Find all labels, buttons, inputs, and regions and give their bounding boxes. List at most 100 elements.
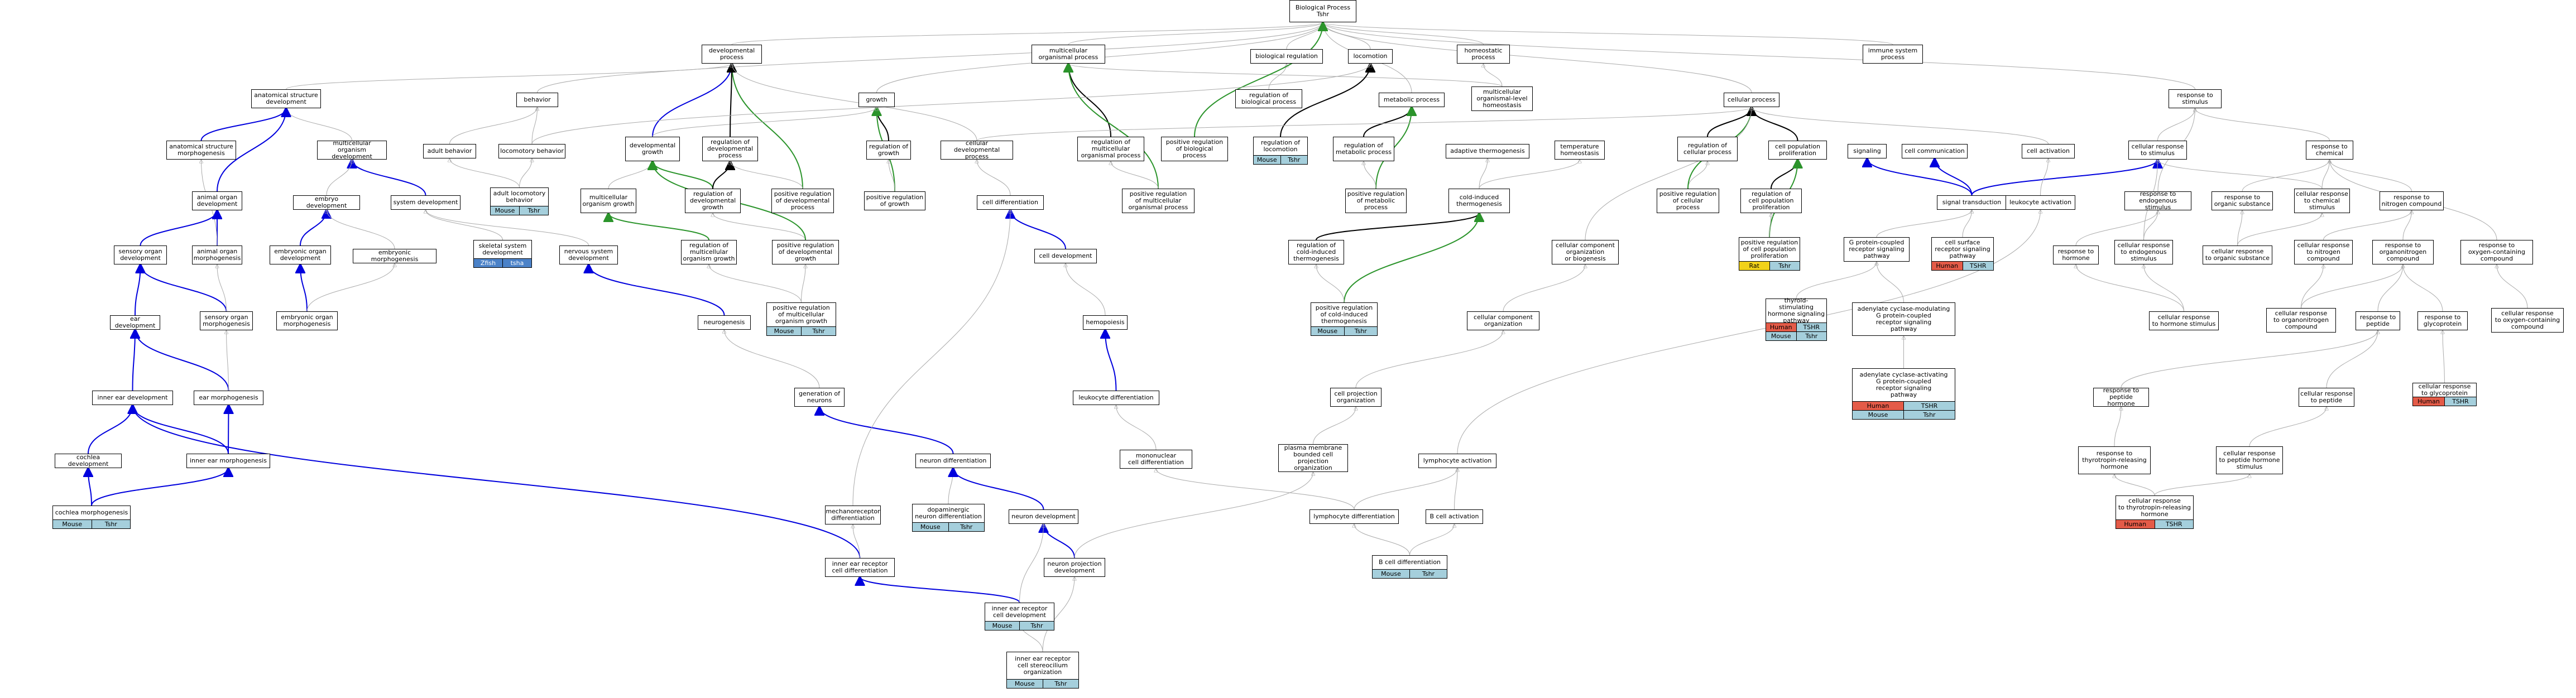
go-term-growth[interactable]: growth bbox=[858, 93, 895, 107]
go-term-lympho-diff[interactable]: lymphocyte differentiation bbox=[1309, 509, 1399, 524]
go-term-plasma-mem[interactable]: plasma membrane bounded cell projection … bbox=[1278, 444, 1348, 472]
go-term-inner-ear-rec-dev[interactable]: inner ear receptor cell development bbox=[985, 603, 1054, 622]
go-term-immune[interactable]: immune system process bbox=[1863, 45, 1923, 64]
go-term-anat-dev[interactable]: anatomical structure development bbox=[251, 89, 321, 108]
go-term-cell-pop-prolif[interactable]: cell population proliferation bbox=[1768, 141, 1827, 160]
go-term-multi-org-growth[interactable]: multicellular organism growth bbox=[581, 189, 636, 213]
go-term-embryo-dev[interactable]: embryo development bbox=[293, 195, 360, 210]
go-term-resp-organic[interactable]: response to organic substance bbox=[2212, 191, 2273, 210]
go-term-reg-multi[interactable]: regulation of multicellular organismal p… bbox=[1077, 137, 1144, 161]
go-term-neuron-dev[interactable]: neuron development bbox=[1009, 509, 1078, 524]
go-term-behavior[interactable]: behavior bbox=[516, 93, 558, 107]
go-term-temp-homeo[interactable]: temperature homeostasis bbox=[1555, 141, 1605, 160]
go-term-reg-metab[interactable]: regulation of metabolic process bbox=[1333, 137, 1394, 161]
go-term-reg-cold[interactable]: regulation of cold-induced thermogenesis bbox=[1288, 240, 1344, 264]
go-term-cochlea-morph[interactable]: cochlea morphogenesis bbox=[52, 506, 131, 520]
go-term-cell-proj-org[interactable]: cell projection organization bbox=[1330, 388, 1381, 407]
go-term-adult-loco[interactable]: adult locomotory behavior bbox=[490, 187, 549, 206]
go-term-resp-nitrogen[interactable]: response to nitrogen compound bbox=[2380, 191, 2444, 210]
go-term-inner-ear-rec-diff[interactable]: inner ear receptor cell differentiation bbox=[825, 558, 895, 577]
go-term-signal-trans[interactable]: signal transduction bbox=[1937, 195, 2007, 210]
go-term-cochlea-dev[interactable]: cochlea development bbox=[55, 454, 122, 468]
go-term-reg-loco[interactable]: regulation of locomotion bbox=[1253, 137, 1308, 156]
go-term-resp-trh[interactable]: response to thyrotropin-releasing hormon… bbox=[2078, 446, 2151, 474]
go-term-adapt-thermo[interactable]: adaptive thermogenesis bbox=[1446, 144, 1529, 158]
go-term-tsh-path[interactable]: thyroid-stimulating hormone signaling pa… bbox=[1766, 297, 1827, 324]
go-term-resp-peptide[interactable]: response to peptide bbox=[2356, 311, 2400, 330]
go-term-bcell-act[interactable]: B cell activation bbox=[1426, 509, 1483, 524]
go-term-ear-morph[interactable]: ear morphogenesis bbox=[194, 391, 263, 405]
go-term-skeletal[interactable]: skeletal system development bbox=[473, 240, 532, 259]
go-term-dev-proc[interactable]: developmental process bbox=[702, 45, 762, 64]
go-term-cell-devel[interactable]: cell development bbox=[1034, 249, 1097, 263]
go-term-cc-org[interactable]: cellular component organization or bioge… bbox=[1552, 240, 1619, 264]
go-term-metabolic[interactable]: metabolic process bbox=[1379, 93, 1445, 107]
go-term-multi-dev[interactable]: multicellular organism development bbox=[317, 140, 387, 160]
go-term-cell-dev-proc[interactable]: cellular developmental process bbox=[941, 140, 1013, 160]
go-term-gpcr[interactable]: G protein-coupled receptor signaling pat… bbox=[1844, 237, 1910, 262]
go-term-cell-resp-stim[interactable]: cellular response to stimulus bbox=[2128, 141, 2187, 160]
go-term-resp-hormone[interactable]: response to hormone bbox=[2053, 245, 2099, 264]
go-term-cell-resp-pep-hormone[interactable]: cellular response to peptide hormone sti… bbox=[2216, 446, 2283, 474]
go-term-animal-organ-dev[interactable]: animal organ development bbox=[192, 191, 242, 210]
go-term-dopa[interactable]: dopaminergic neuron differentiation bbox=[912, 504, 985, 523]
go-term-pos-reg-multi[interactable]: positive regulation of multicellular org… bbox=[1122, 189, 1195, 213]
go-term-cell-resp-organic[interactable]: cellular response to organic substance bbox=[2203, 245, 2272, 264]
go-term-system-dev[interactable]: system development bbox=[391, 195, 460, 210]
go-term-inner-ear-dev[interactable]: inner ear development bbox=[92, 391, 173, 405]
go-term-cell-resp-oxy[interactable]: cellular response to oxygen-containing c… bbox=[2491, 308, 2564, 333]
go-term-neuron-diff[interactable]: neuron differentiation bbox=[915, 454, 991, 468]
go-term-neurogenesis[interactable]: neurogenesis bbox=[698, 315, 751, 330]
go-term-cell-act[interactable]: cell activation bbox=[2022, 144, 2075, 158]
go-term-reg-growth[interactable]: regulation of growth bbox=[866, 141, 911, 160]
go-term-resp-glyco[interactable]: response to glycoprotein bbox=[2417, 311, 2468, 330]
go-term-hemopoiesis[interactable]: hemopoiesis bbox=[1083, 315, 1128, 330]
go-term-cell-diff[interactable]: cell differentiation bbox=[977, 195, 1044, 210]
go-term-cell-surface[interactable]: cell surface receptor signaling pathway bbox=[1931, 237, 1994, 262]
go-term-cell-resp-glyco[interactable]: cellular response to glycoprotein bbox=[2412, 383, 2477, 397]
go-term-leuko-diff[interactable]: leukocyte differentiation bbox=[1073, 391, 1159, 405]
go-term-embryonic-organ-morph[interactable]: embryonic organ morphogenesis bbox=[276, 311, 338, 330]
go-term-cold-thermo[interactable]: cold-induced thermogenesis bbox=[1448, 189, 1510, 213]
go-term-sensory-organ-morph[interactable]: sensory organ morphogenesis bbox=[200, 311, 253, 330]
go-term-multi-homeo[interactable]: multicellular organismal-level homeostas… bbox=[1471, 86, 1533, 111]
go-term-cell-resp-endo[interactable]: cellular response to endogenous stimulus bbox=[2114, 240, 2173, 264]
go-term-pos-reg-metab[interactable]: positive regulation of metabolic process bbox=[1345, 189, 1407, 213]
go-term-homeostatic[interactable]: homeostatic process bbox=[1457, 45, 1510, 64]
go-term-embryonic-morph[interactable]: embryonic morphogenesis bbox=[353, 249, 436, 263]
go-term-mechano[interactable]: mechanoreceptor differentiation bbox=[825, 506, 881, 524]
go-term-locomotion[interactable]: locomotion bbox=[1348, 49, 1393, 64]
go-term-pos-reg-dev-growth[interactable]: positive regulation of developmental gro… bbox=[772, 240, 839, 264]
go-term-pos-reg-growth[interactable]: positive regulation of growth bbox=[864, 191, 925, 210]
go-term-reg-cell-pop[interactable]: regulation of cell population proliferat… bbox=[1740, 189, 1802, 213]
go-term-neuron-proj-dev[interactable]: neuron projection development bbox=[1044, 558, 1105, 577]
go-term-reg-cell-proc[interactable]: regulation of cellular process bbox=[1677, 137, 1738, 161]
go-term-reg-bio[interactable]: regulation of biological process bbox=[1235, 89, 1302, 108]
go-term-pos-reg-cold[interactable]: positive regulation of cold-induced ther… bbox=[1311, 302, 1378, 327]
go-term-pos-reg-multi-growth[interactable]: positive regulation of multicellular org… bbox=[766, 302, 836, 327]
go-term-resp-pep-hormone[interactable]: response to peptide hormone bbox=[2093, 387, 2149, 407]
go-term-resp-stim[interactable]: response to stimulus bbox=[2169, 89, 2222, 108]
go-term-adult-beh[interactable]: adult behavior bbox=[423, 144, 476, 158]
go-term-biol-reg[interactable]: biological regulation bbox=[1250, 49, 1323, 64]
go-term-adenylate[interactable]: adenylate cyclase-modulating G protein-c… bbox=[1852, 302, 1955, 336]
go-term-inner-ear-stereo[interactable]: inner ear receptor cell stereocilium org… bbox=[1006, 652, 1079, 680]
go-term-pos-reg-cell-pop[interactable]: positive regulation of cell population p… bbox=[1739, 237, 1800, 262]
go-term-resp-oxy[interactable]: response to oxygen-containing compound bbox=[2460, 240, 2533, 264]
go-term-bcell-diff[interactable]: B cell differentiation bbox=[1372, 555, 1447, 570]
go-term-inner-ear-morph[interactable]: inner ear morphogenesis bbox=[186, 454, 270, 468]
go-term-gen-neurons[interactable]: generation of neurons bbox=[794, 388, 845, 407]
go-term-pos-reg-bio[interactable]: positive regulation of biological proces… bbox=[1161, 137, 1228, 161]
go-term-cellular-proc[interactable]: cellular process bbox=[1724, 93, 1779, 107]
go-term-animal-organ-morph[interactable]: animal organ morphogenesis bbox=[192, 245, 242, 264]
go-term-resp-chem[interactable]: response to chemical bbox=[2306, 141, 2353, 160]
go-term-cell-resp-organo[interactable]: cellular response to organonitrogen comp… bbox=[2266, 308, 2336, 333]
go-term-reg-multi-growth[interactable]: regulation of multicellular organism gro… bbox=[681, 240, 737, 264]
go-term-nervous[interactable]: nervous system development bbox=[559, 245, 618, 264]
go-term-cc-org2[interactable]: cellular component organization bbox=[1467, 311, 1539, 330]
go-term-reg-dev-growth[interactable]: regulation of developmental growth bbox=[685, 189, 741, 213]
go-term-cell-comm[interactable]: cell communication bbox=[1902, 144, 1968, 158]
go-term-cell-resp-hormone[interactable]: cellular response to hormone stimulus bbox=[2149, 311, 2219, 330]
go-term-mononuclear[interactable]: mononuclear cell differentiation bbox=[1120, 450, 1192, 469]
go-term-cell-resp-chem[interactable]: cellular response to chemical stimulus bbox=[2294, 189, 2350, 213]
